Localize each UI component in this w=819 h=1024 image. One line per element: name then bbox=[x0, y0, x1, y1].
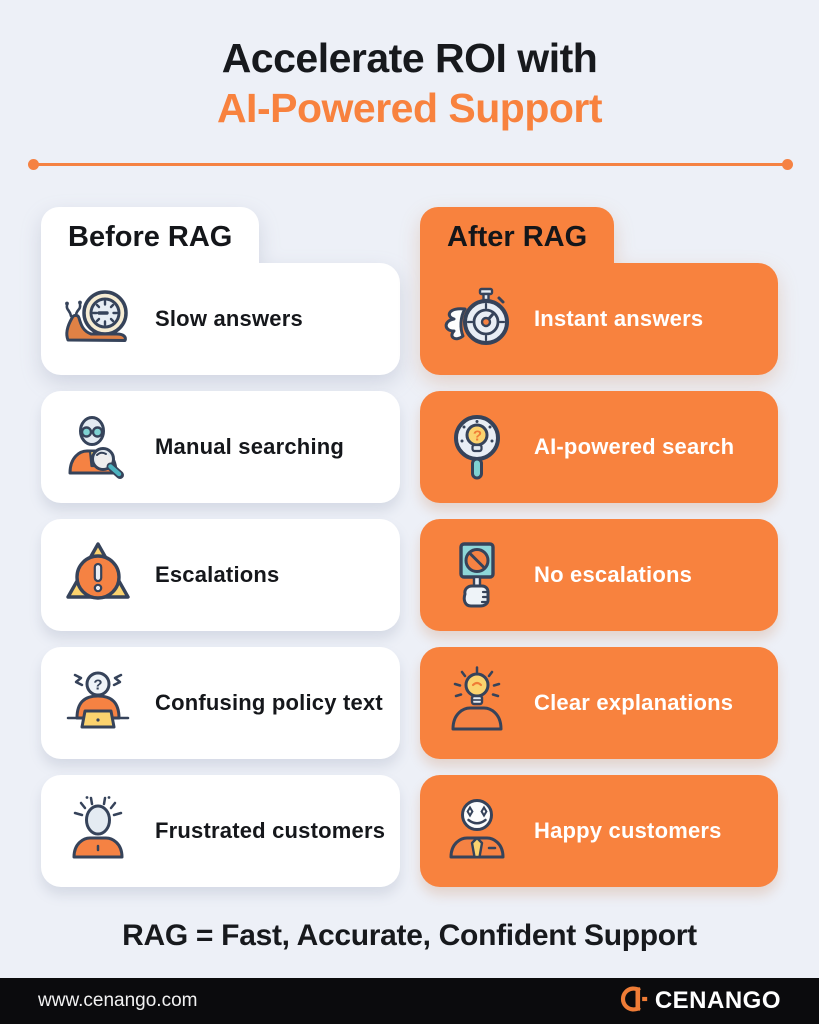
title-line-1: Accelerate ROI with bbox=[221, 35, 598, 81]
after-column: Instant answers After RAG ? bbox=[420, 207, 778, 897]
after-card-ai-search: ? AI-powered search bbox=[420, 391, 778, 503]
page-title: Accelerate ROI with AI-Powered Support bbox=[0, 33, 819, 133]
before-header-tab: Before RAG bbox=[41, 207, 259, 279]
speed-stopwatch-icon bbox=[436, 276, 518, 362]
cenango-logo-icon bbox=[618, 985, 648, 1018]
happy-person-icon bbox=[436, 788, 518, 874]
divider-dot-left bbox=[28, 159, 39, 170]
before-folder: Slow answers Before RAG bbox=[41, 207, 400, 377]
before-column: Slow answers Before RAG bbox=[41, 207, 400, 897]
after-card-instant-answers: Instant answers bbox=[420, 263, 778, 375]
bulb-magnifier-icon: ? bbox=[436, 404, 518, 490]
before-card-manual-searching: Manual searching bbox=[41, 391, 400, 503]
after-card-happy-customers: Happy customers bbox=[420, 775, 778, 887]
before-card-slow-answers: Slow answers bbox=[41, 263, 400, 375]
person-magnifier-icon bbox=[57, 404, 139, 490]
item-label: AI-powered search bbox=[534, 434, 735, 459]
before-card-escalations: Escalations bbox=[41, 519, 400, 631]
footer-website: www.cenango.com bbox=[38, 990, 198, 1011]
after-card-no-escalations: No escalations bbox=[420, 519, 778, 631]
brand-logo: CENANGO bbox=[618, 985, 781, 1018]
before-card-confusing-policy: ? Confusing policy text bbox=[41, 647, 400, 759]
after-card-clear-explanations: Clear explanations bbox=[420, 647, 778, 759]
item-label: Slow answers bbox=[155, 306, 303, 331]
after-header-label: After RAG bbox=[447, 221, 588, 253]
before-header-label: Before RAG bbox=[68, 221, 233, 253]
item-label: Instant answers bbox=[534, 306, 704, 331]
tagline: RAG = Fast, Accurate, Confident Support bbox=[122, 919, 697, 952]
item-label: Confusing policy text bbox=[155, 690, 383, 715]
divider-line bbox=[28, 159, 793, 170]
item-label: Manual searching bbox=[155, 434, 345, 459]
confused-laptop-icon: ? bbox=[57, 660, 139, 746]
item-label: No escalations bbox=[534, 562, 693, 587]
warning-exclamation-icon bbox=[57, 532, 139, 618]
frustrated-person-icon bbox=[57, 788, 139, 874]
item-label: Frustrated customers bbox=[155, 818, 386, 843]
title-line-2: AI-Powered Support bbox=[216, 85, 603, 131]
after-folder: Instant answers After RAG bbox=[420, 207, 778, 377]
no-sign-icon bbox=[436, 532, 518, 618]
item-label: Clear explanations bbox=[534, 690, 734, 715]
svg-text:?: ? bbox=[93, 677, 102, 694]
after-header-tab: After RAG bbox=[420, 207, 614, 279]
footer-bar: www.cenango.com CENANGO bbox=[0, 978, 819, 1024]
snail-clock-icon bbox=[57, 276, 139, 362]
before-card-frustrated-customers: Frustrated customers bbox=[41, 775, 400, 887]
divider-dot-right bbox=[782, 159, 793, 170]
svg-text:?: ? bbox=[473, 428, 482, 445]
item-label: Happy customers bbox=[534, 818, 722, 843]
idea-person-icon bbox=[436, 660, 518, 746]
brand-name: CENANGO bbox=[654, 987, 781, 1014]
item-label: Escalations bbox=[155, 562, 280, 587]
